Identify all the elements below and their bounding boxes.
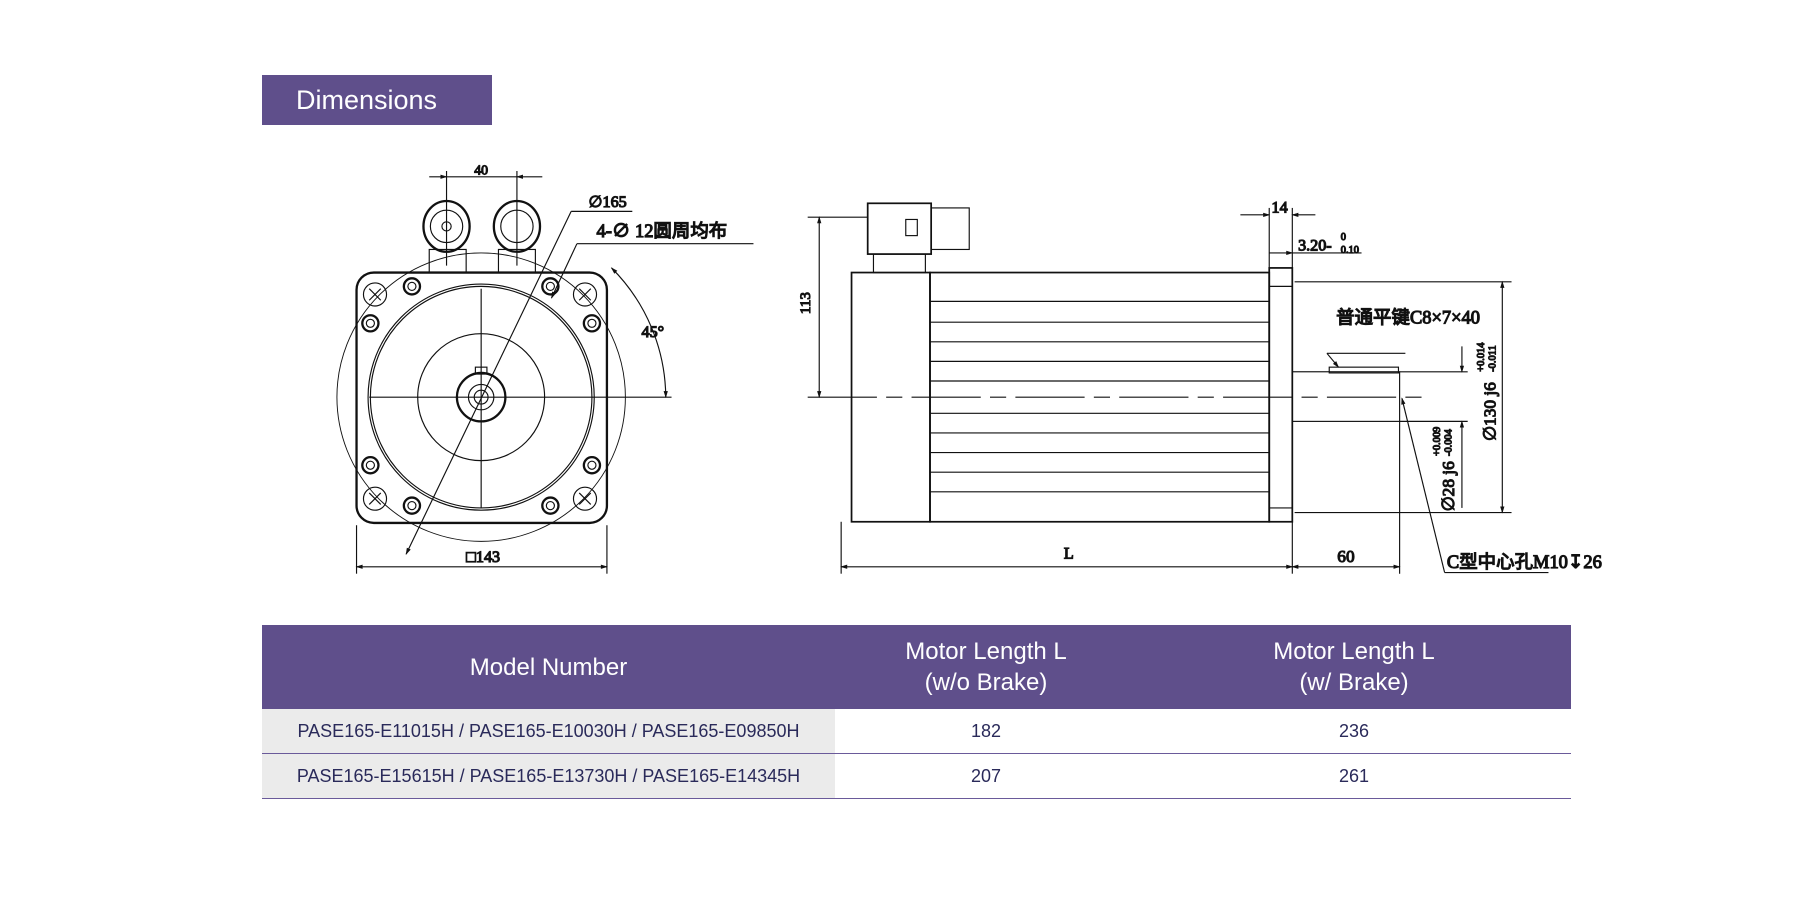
label-height: 113 xyxy=(798,292,814,314)
bolt-hole-icon xyxy=(541,496,560,515)
label-angle: 45° xyxy=(642,324,665,341)
bolt-hole-icon xyxy=(541,277,560,296)
label-flange: 14 xyxy=(1272,200,1288,217)
section-title: Dimensions xyxy=(262,75,492,125)
svg-text:-0.011: -0.011 xyxy=(1487,345,1498,371)
label-conn-spacing: 40 xyxy=(474,162,488,177)
svg-text:0: 0 xyxy=(1341,232,1346,243)
svg-text:-0.004: -0.004 xyxy=(1444,428,1455,456)
dimensions-table: Model Number Motor Length L(w/o Brake) M… xyxy=(262,625,1571,799)
label-center-hole: C型中心孔M10↧26 xyxy=(1447,552,1602,572)
mount-hole-icon xyxy=(572,486,598,511)
mount-hole-icon xyxy=(572,282,598,307)
mount-hole-icon xyxy=(362,282,388,307)
svg-text:+0.009: +0.009 xyxy=(1432,427,1443,456)
bolt-hole-icon xyxy=(361,455,380,475)
svg-text:+0.014: +0.014 xyxy=(1476,342,1487,372)
side-view: 113 14 3.20- 0 0.10 普通平键C8×7×40 ∅130 j6 … xyxy=(797,199,1602,574)
table-header: Model Number Motor Length L(w/o Brake) M… xyxy=(262,625,1571,709)
front-view: 40 ∅165 4-∅ 12圆周均布 45° □143 xyxy=(336,162,754,574)
bolt-hole-icon xyxy=(402,277,422,296)
label-pitch-dia: ∅165 xyxy=(588,194,626,211)
label-shaft-length: 60 xyxy=(1337,547,1354,566)
table-row: PASE165-E15615H / PASE165-E13730H / PASE… xyxy=(262,753,1571,799)
bolt-hole-icon xyxy=(402,496,422,515)
label-length: L xyxy=(1064,546,1074,563)
bolt-hole-icon xyxy=(361,314,380,333)
connector-icon xyxy=(422,199,542,274)
header-no-brake: Motor Length L(w/o Brake) xyxy=(835,625,1137,709)
bolt-hole-icon xyxy=(582,455,602,475)
label-key: 普通平键C8×7×40 xyxy=(1336,307,1480,327)
table-row: PASE165-E11015H / PASE165-E10030H / PASE… xyxy=(262,709,1571,754)
connector-icon xyxy=(866,202,970,274)
bolt-hole-icon xyxy=(582,314,602,333)
label-shaft: ∅28 j6 xyxy=(1439,461,1458,511)
svg-text:0.10: 0.10 xyxy=(1341,245,1359,256)
label-square: □143 xyxy=(466,549,500,566)
header-brake: Motor Length L(w/ Brake) xyxy=(1137,625,1571,709)
label-holes: 4-∅ 12圆周均布 xyxy=(597,221,728,241)
mount-hole-icon xyxy=(362,486,388,511)
header-model: Model Number xyxy=(262,625,835,709)
label-pilot: ∅130 j6 xyxy=(1480,382,1499,441)
label-spigot: 3.20- xyxy=(1298,238,1332,255)
